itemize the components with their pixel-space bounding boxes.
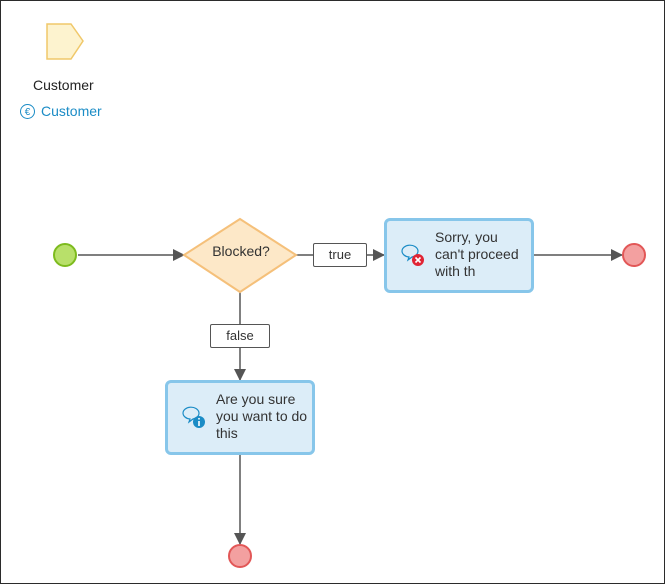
error-message-text: Sorry, you can't proceed with th [435, 229, 519, 279]
parameter-entity-label: Customer [41, 103, 102, 119]
message-error-icon [401, 244, 424, 266]
info-message-text: Are you sure you want to do this [216, 391, 308, 441]
end-event-bottom[interactable] [228, 544, 252, 568]
flow-false-label[interactable]: false [210, 324, 270, 348]
decision-label: Blocked? [212, 243, 270, 259]
parameter-name: Customer [33, 77, 94, 93]
show-message-error-activity[interactable]: Sorry, you can't proceed with th [384, 218, 534, 293]
decision-diamond[interactable] [182, 217, 298, 294]
parameter-shape[interactable] [46, 23, 84, 60]
parameter-entity-link[interactable]: € Customer [20, 103, 102, 119]
flow-true-label[interactable]: true [313, 243, 367, 267]
show-message-info-activity[interactable]: Are you sure you want to do this [165, 380, 315, 455]
entity-icon: € [20, 103, 35, 119]
start-event[interactable] [53, 243, 77, 267]
end-event-right[interactable] [622, 243, 646, 267]
message-info-icon [182, 406, 205, 428]
